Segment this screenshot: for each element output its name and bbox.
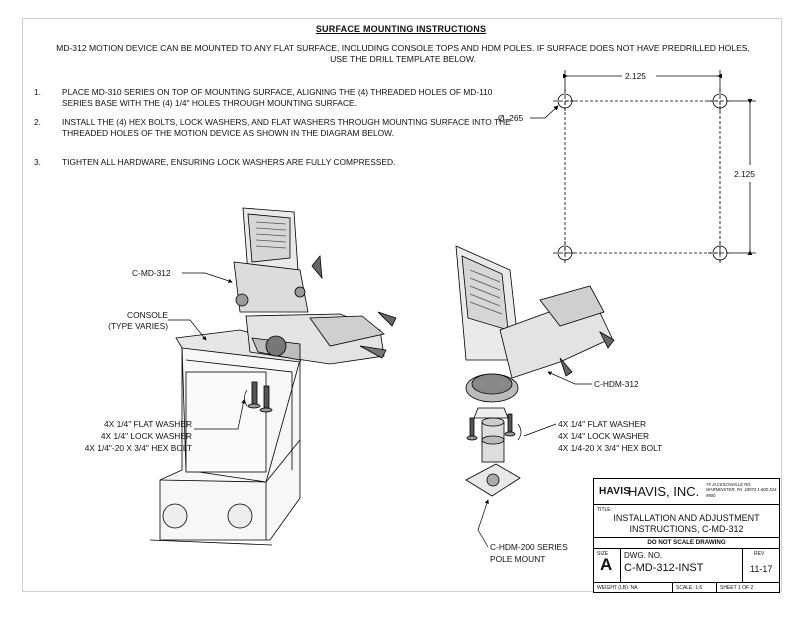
scale-field: SCALE: 1:6 — [676, 585, 703, 591]
rev-label: REV — [754, 551, 765, 557]
page-title: SURFACE MOUNTING INSTRUCTIONS — [315, 24, 487, 34]
template-hole — [553, 241, 577, 265]
step-2: 2. INSTALL THE (4) HEX BOLTS, LOCK WASHE… — [34, 117, 534, 151]
rev-value: 11-17 — [750, 564, 773, 574]
left-hardware — [247, 381, 273, 413]
drill-template — [530, 70, 756, 265]
callout-pole-mount-sub: POLE MOUNT — [490, 554, 546, 564]
intro-text: MD-312 MOTION DEVICE CAN BE MOUNTED TO A… — [56, 43, 750, 64]
step-text: INSTALL THE (4) HEX BOLTS, LOCK WASHERS,… — [62, 117, 511, 138]
template-hole — [708, 89, 732, 113]
weight-field: WEIGHT (LB): NA — [597, 585, 638, 591]
template-height-dim: 2.125 — [734, 169, 755, 179]
callout-c-hdm-312: C-HDM-312 — [594, 379, 639, 389]
step-3: 3. TIGHTEN ALL HARDWARE, ENSURING LOCK W… — [34, 157, 534, 171]
callout-console: CONSOLE — [127, 310, 168, 320]
step-text: TIGHTEN ALL HARDWARE, ENSURING LOCK WASH… — [62, 157, 396, 167]
do-not-scale-note: DO NOT SCALE DRAWING — [647, 539, 726, 546]
title-label: TITLE: — [597, 507, 613, 513]
drawing-sheet — [22, 18, 782, 592]
hole-diameter-dim: Ø .265 — [498, 113, 524, 123]
size-label: SIZE — [597, 551, 609, 557]
callout-right-lock-washer: 4X 1/4" LOCK WASHER — [558, 431, 650, 441]
right-hardware — [466, 413, 516, 441]
template-outline — [564, 100, 721, 254]
callout-left-lock-washer: 4X 1/4" LOCK WASHER — [100, 431, 192, 441]
callout-console-sub: (TYPE VARIES) — [108, 321, 168, 331]
sheet-field: SHEET 1 OF 2 — [720, 585, 754, 591]
step-number: 3. — [34, 157, 41, 167]
console-assembly — [149, 207, 397, 546]
company-name: HAVIS, INC. — [628, 484, 700, 499]
callout-right-hex-bolt: 4X 1/4-20 X 3/4" HEX BOLT — [558, 443, 663, 453]
step-1: 1. PLACE MD-310 SERIES ON TOP OF MOUNTIN… — [34, 87, 534, 111]
callout-right-flat-washer: 4X 1/4" FLAT WASHER — [558, 419, 646, 429]
company-address: 75 JACKSONVILLE RD. WARMINSTER, PA. 1897… — [706, 482, 778, 498]
step-text: PLACE MD-310 SERIES ON TOP OF MOUNTING S… — [62, 87, 493, 108]
callout-pole-mount: C-HDM-200 SERIES — [490, 542, 568, 552]
size-value: A — [600, 555, 613, 574]
drawing-title: INSTALLATION AND ADJUSTMENT INSTRUCTIONS… — [613, 513, 760, 534]
havis-logo: HAVIS — [599, 486, 631, 497]
template-hole — [708, 241, 732, 265]
title-block: HAVIS HAVIS, INC. 75 JACKSONVILLE RD. WA… — [593, 478, 780, 593]
callout-left-hex-bolt: 4X 1/4"-20 X 3/4" HEX BOLT — [84, 443, 192, 453]
pole-assembly — [455, 245, 615, 497]
step-number: 2. — [34, 117, 41, 127]
dwg-no-value: C-MD-312-INST — [624, 562, 704, 574]
template-width-dim: 2.125 — [625, 71, 646, 81]
template-hole — [553, 89, 577, 113]
callout-c-md-312: C-MD-312 — [132, 268, 171, 278]
step-number: 1. — [34, 87, 41, 97]
dwg-no-label: DWG. NO. — [624, 551, 663, 560]
callout-left-flat-washer: 4X 1/4" FLAT WASHER — [104, 419, 192, 429]
